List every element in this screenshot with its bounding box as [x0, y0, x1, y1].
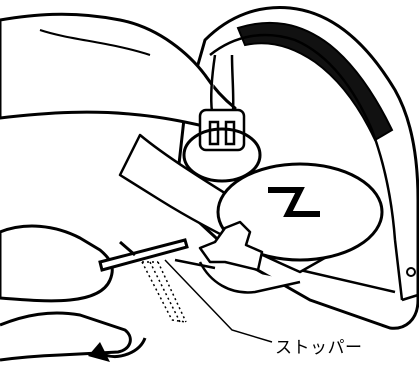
- motion-dots: [142, 262, 186, 322]
- lower-hand-thumb: [0, 313, 130, 360]
- screw-icon: [407, 268, 415, 276]
- tool-shaft: [100, 240, 187, 270]
- stopper-label: ストッパー: [275, 333, 363, 358]
- lower-hand: [0, 226, 112, 301]
